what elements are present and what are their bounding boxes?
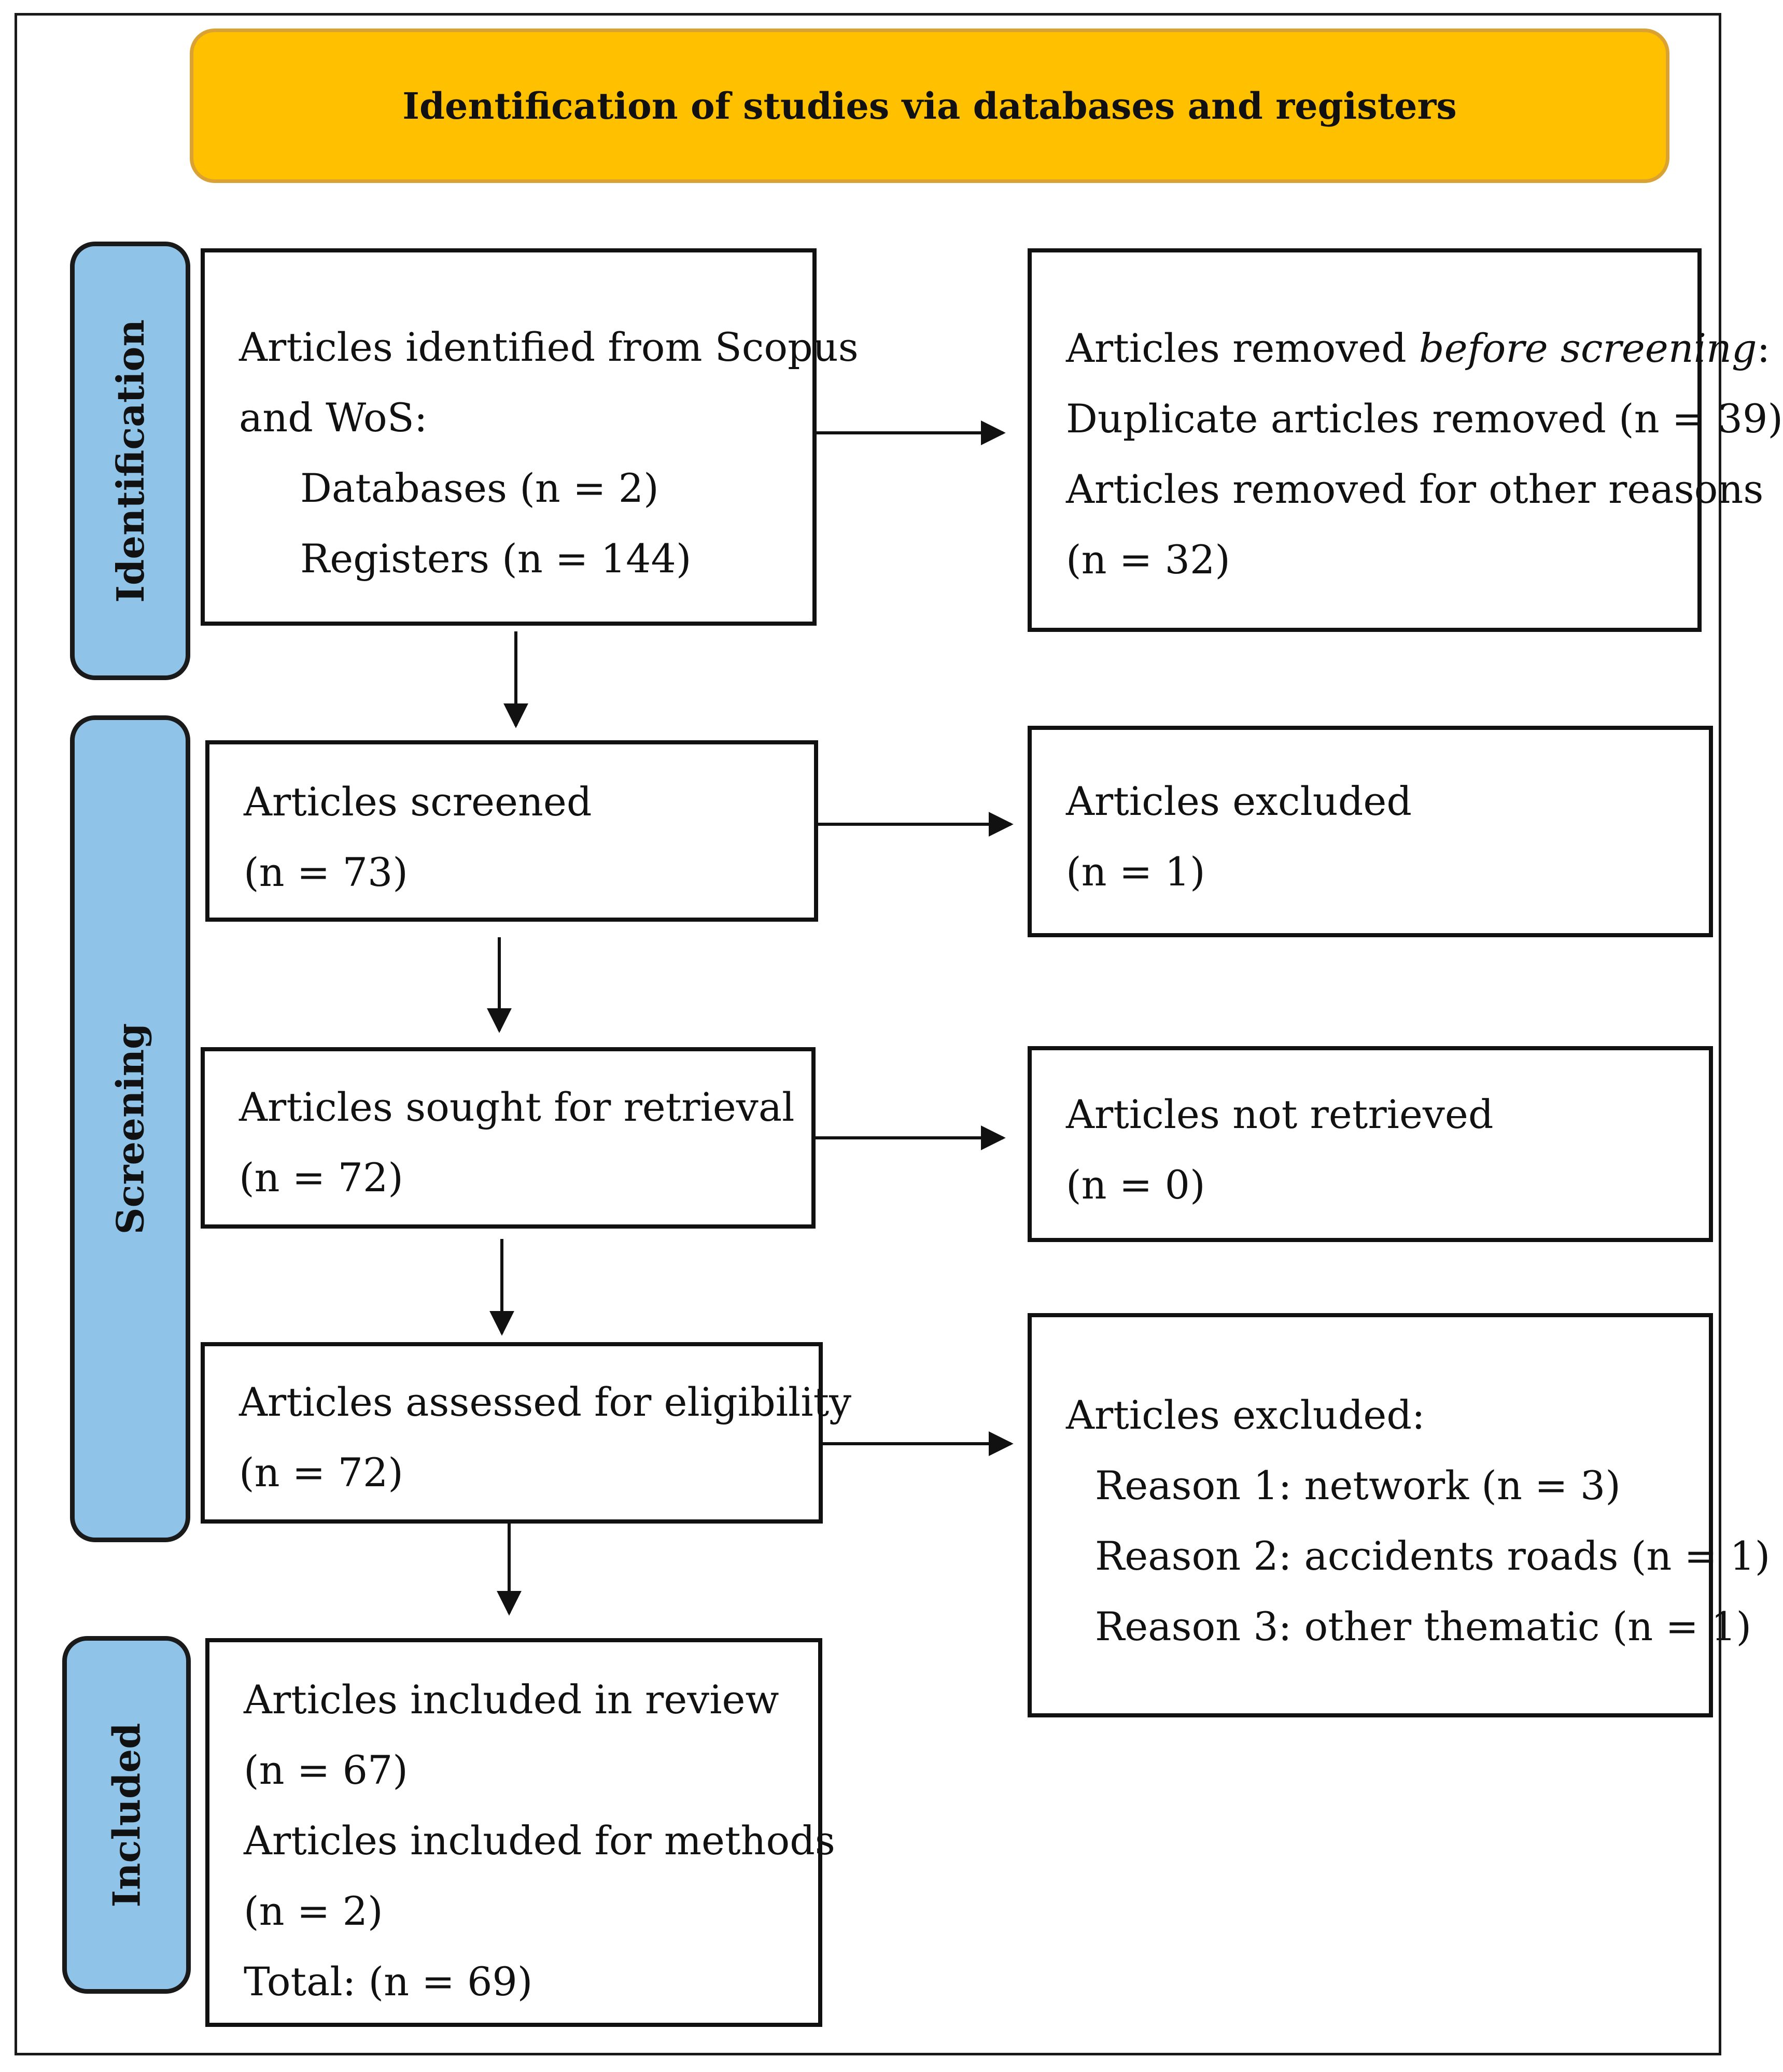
included-methods-count: (n = 2) — [244, 1888, 383, 1934]
included-total: Total: (n = 69) — [244, 1958, 533, 2005]
excluded-reason-2: Reason 2: accidents roads (n = 1) — [1095, 1533, 1771, 1579]
box-excluded-eligibility: Articles excluded: Reason 1: network (n … — [1028, 1313, 1771, 1717]
screened-label: Articles screened — [244, 779, 592, 825]
removed-duplicates: Duplicate articles removed (n = 39) — [1066, 396, 1783, 442]
excluded-reason-1: Reason 1: network (n = 3) — [1095, 1462, 1621, 1509]
excluded-screening-count: (n = 1) — [1066, 849, 1205, 895]
box-not-retrieved: Articles not retrieved (n = 0) — [1028, 1046, 1713, 1242]
box-included: Articles included in review (n = 67) Art… — [205, 1638, 835, 2027]
phase-screening: Screening — [70, 715, 190, 1542]
figure-frame — [15, 13, 1721, 2055]
box-excluded-screening: Articles excluded (n = 1) — [1028, 726, 1713, 937]
excluded-reason-3: Reason 3: other thematic (n = 1) — [1095, 1603, 1752, 1650]
not-retrieved-count: (n = 0) — [1066, 1162, 1205, 1208]
header-title: Identification of studies via databases … — [402, 84, 1457, 128]
included-review-count: (n = 67) — [244, 1747, 408, 1793]
sought-retrieval-label: Articles sought for retrieval — [239, 1084, 795, 1130]
not-retrieved-label: Articles not retrieved — [1066, 1091, 1494, 1137]
phase-included-label: Included — [104, 1722, 149, 1908]
removed-other-reasons: Articles removed for other reasons — [1066, 466, 1764, 512]
box-screened: Articles screened (n = 73) — [205, 740, 818, 922]
screened-count: (n = 73) — [244, 849, 408, 895]
box-sought-retrieval: Articles sought for retrieval (n = 72) — [201, 1047, 816, 1229]
excluded-screening-label: Articles excluded — [1066, 778, 1412, 824]
phase-screening-label: Screening — [108, 1023, 152, 1235]
excluded-eligibility-label: Articles excluded: — [1066, 1392, 1425, 1438]
header-banner: Identification of studies via databases … — [190, 29, 1669, 183]
phase-included: Included — [62, 1636, 191, 1994]
box-removed-before-screening: Articles removed before screening: Dupli… — [1028, 248, 1783, 632]
box-assessed-eligibility: Articles assessed for eligibility (n = 7… — [201, 1342, 852, 1524]
box-identified: Articles identified from Scopus and WoS:… — [201, 248, 859, 626]
included-review-label: Articles included in review — [244, 1676, 779, 1723]
phase-identification: Identification — [70, 242, 190, 680]
removed-line1: Articles removed before screening: — [1066, 313, 1770, 384]
identified-registers: Registers (n = 144) — [300, 535, 692, 582]
assessed-eligibility-count: (n = 72) — [239, 1449, 403, 1496]
identified-databases: Databases (n = 2) — [300, 465, 659, 511]
sought-retrieval-count: (n = 72) — [239, 1154, 403, 1201]
removed-line1-prefix: Articles removed — [1066, 325, 1419, 371]
included-methods-label: Articles included for methods — [244, 1817, 835, 1864]
removed-line1-italic: before screening — [1419, 325, 1757, 371]
removed-line1-suffix: : — [1757, 325, 1771, 371]
identified-line2: and WoS: — [239, 394, 428, 441]
assessed-eligibility-label: Articles assessed for eligibility — [239, 1379, 852, 1425]
identified-line1: Articles identified from Scopus — [239, 324, 859, 370]
phase-identification-label: Identification — [108, 319, 152, 603]
removed-other-count: (n = 32) — [1066, 537, 1230, 583]
